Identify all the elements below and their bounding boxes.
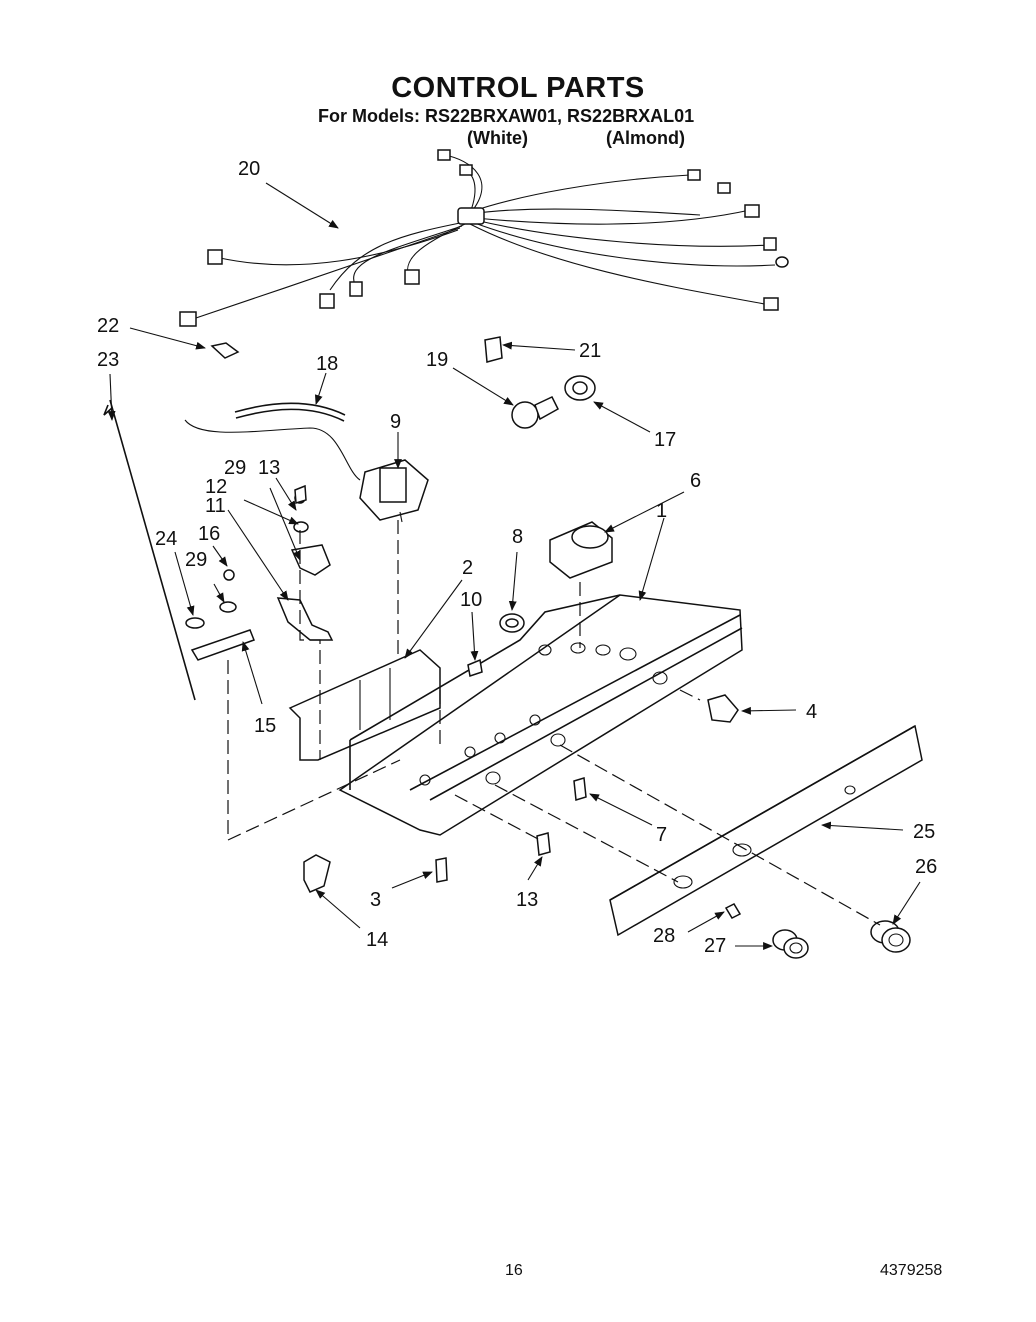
callout-29b: 29 [185,549,207,571]
linkage-parts [185,492,334,661]
callout-24: 24 [155,528,177,550]
page-title: CONTROL PARTS [391,72,645,104]
variant-almond: (Almond) [606,128,685,148]
callout-19: 19 [426,349,448,371]
screw-3 [435,857,448,883]
control-panel [609,724,923,937]
spring-28 [724,903,742,919]
callout-4: 4 [806,701,817,723]
callout-11: 11 [205,495,226,517]
callout-27: 27 [704,935,726,957]
callout-labels: 1 2 3 4 6 7 8 9 10 11 12 13 13 14 15 16 … [97,158,937,957]
control-rod [109,399,196,701]
callout-23: 23 [97,349,119,371]
callout-9: 9 [390,411,401,433]
screw-7 [573,777,587,801]
knob-26 [870,920,911,953]
callout-14: 14 [366,929,388,951]
callout-25: 25 [913,821,935,843]
page-number: 16 [505,1262,523,1279]
callout-2: 2 [462,557,473,579]
models-line: For Models: RS22BRXAW01, RS22BRXAL01 [318,106,695,126]
callout-12: 12 [205,476,227,498]
screw-10 [467,658,483,677]
callout-26: 26 [915,856,937,878]
callout-3: 3 [370,889,381,911]
thermostat [359,459,429,523]
callout-10: 10 [460,589,482,611]
screw-13b [536,832,551,856]
bushing [499,613,525,633]
callout-8: 8 [512,526,523,548]
clip-22 [210,342,240,359]
light-bulb [511,396,559,429]
callout-22: 22 [97,315,119,337]
callout-20: 20 [238,158,260,180]
capillary-sleeve [234,402,346,416]
clip-21 [484,336,503,363]
document-number: 4379258 [880,1262,943,1279]
switch [707,694,739,723]
callout-13b: 13 [516,889,538,911]
callout-29a: 29 [224,457,246,479]
clip-14 [303,854,331,893]
callout-21: 21 [579,340,601,362]
leader-lines [107,182,921,950]
defrost-timer [549,521,613,579]
mounting-bracket [288,649,441,761]
wire-harness [179,149,789,327]
callout-18: 18 [316,353,338,375]
callout-28: 28 [653,925,675,947]
callout-15: 15 [254,715,276,737]
callout-1: 1 [656,500,667,522]
callout-17: 17 [654,429,676,451]
callout-6: 6 [690,470,701,492]
callout-7: 7 [656,824,667,846]
variant-white: (White) [467,128,528,148]
callout-13a: 13 [258,457,280,479]
assembly-lines [227,520,881,926]
lamp-socket [564,375,596,401]
knob-27 [772,929,809,959]
callout-16: 16 [198,523,220,545]
screw-13a [294,484,307,504]
control-housing [338,594,743,836]
